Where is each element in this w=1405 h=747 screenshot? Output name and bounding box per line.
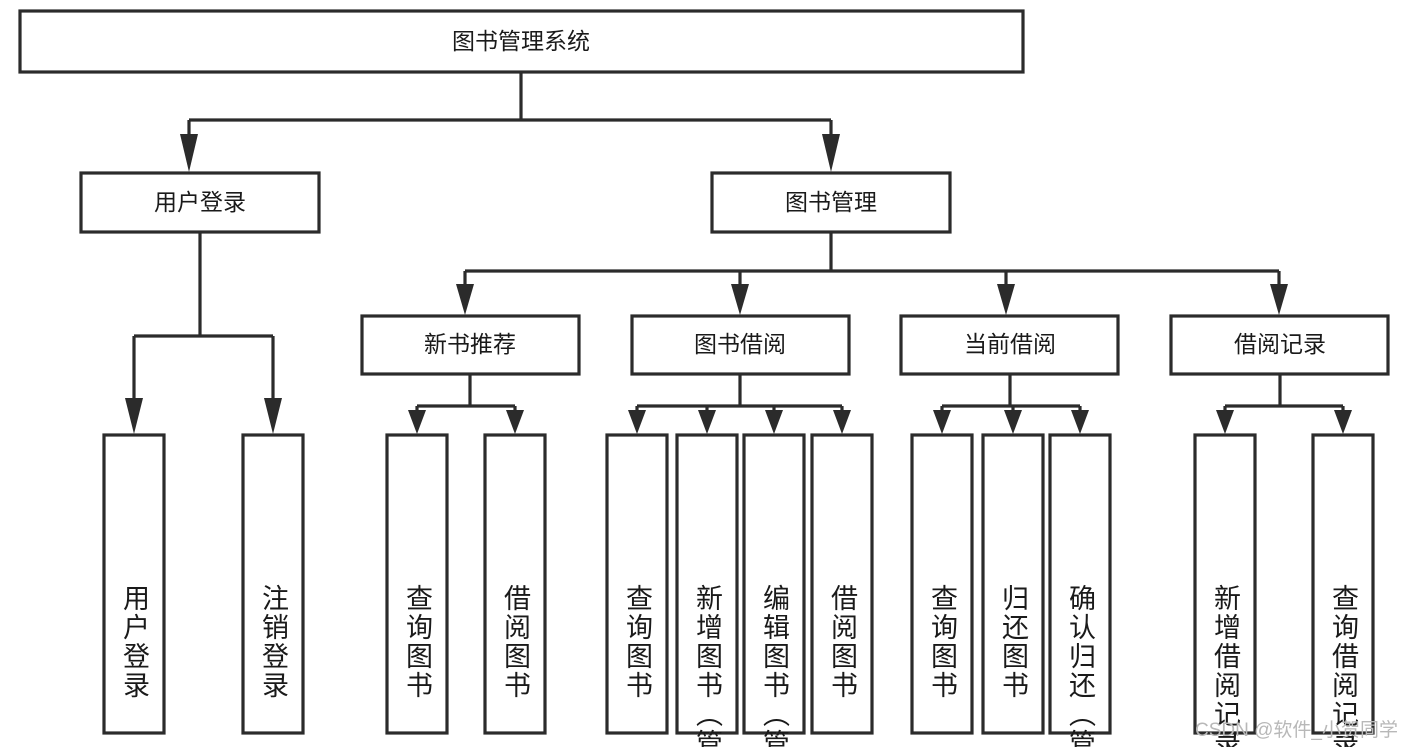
node-label: 查询图书: [927, 584, 958, 700]
node-label: 借阅图书: [500, 584, 531, 700]
node-label: 借阅记录: [1234, 331, 1326, 357]
node-label: 用户登录: [154, 189, 246, 215]
node-leaf-query-book-1[interactable]: 查询图书: [385, 433, 449, 735]
node-leaf-query-record[interactable]: 查询借阅记录: [1311, 433, 1375, 747]
node-book-borrow[interactable]: 图书借阅: [630, 314, 851, 376]
arrow-head-icon: [997, 284, 1015, 315]
node-label: 新增图书（管理员）: [692, 584, 723, 747]
node-box: [630, 314, 851, 376]
connector-new-book-recommend-to-leaves: [408, 374, 524, 434]
node-label: 新书推荐: [424, 331, 516, 357]
node-leaf-return-book[interactable]: 归还图书: [981, 433, 1045, 735]
node-box: [981, 433, 1045, 735]
node-box: [79, 171, 321, 234]
node-box: [1193, 433, 1257, 735]
node-box: [360, 314, 581, 376]
arrow-head-icon: [506, 410, 524, 434]
node-book-manage[interactable]: 图书管理: [710, 171, 952, 234]
arrow-head-icon: [731, 284, 749, 315]
arrow-head-icon: [833, 410, 851, 434]
arrow-head-icon: [765, 410, 783, 434]
node-label: 图书管理: [785, 189, 877, 215]
arrow-head-icon: [1334, 410, 1352, 434]
node-current-borrow[interactable]: 当前借阅: [899, 314, 1120, 376]
node-label: 注销登录: [258, 584, 289, 700]
node-box: [1048, 433, 1112, 735]
node-label: 查询借阅记录: [1328, 584, 1359, 747]
arrow-head-icon: [628, 410, 646, 434]
node-label: 当前借阅: [964, 331, 1056, 357]
node-box: [102, 433, 166, 735]
arrow-head-icon: [125, 398, 143, 434]
node-box: [742, 433, 806, 735]
node-box: [1169, 314, 1390, 376]
connector-user-login-to-leaves: [125, 232, 282, 434]
node-leaf-edit-book[interactable]: 编辑图书（管理员）: [742, 433, 806, 747]
connector-root-to-level2: [180, 72, 840, 172]
node-leaf-borrow-book-1[interactable]: 借阅图书: [483, 433, 547, 735]
node-label: 查询图书: [402, 584, 433, 700]
node-leaf-add-book[interactable]: 新增图书（管理员）: [675, 433, 739, 747]
connector-borrow-record-to-leaves: [1216, 374, 1352, 434]
arrow-head-icon: [822, 134, 840, 172]
arrow-head-icon: [933, 410, 951, 434]
node-box: [910, 433, 974, 735]
node-box: [899, 314, 1120, 376]
node-box: [241, 433, 305, 735]
node-box: [1311, 433, 1375, 735]
arrow-head-icon: [1216, 410, 1234, 434]
node-box: [605, 433, 669, 735]
arrow-head-icon: [1004, 410, 1022, 434]
node-label: 用户登录: [119, 584, 150, 700]
node-borrow-record[interactable]: 借阅记录: [1169, 314, 1390, 376]
node-leaf-query-book-3[interactable]: 查询图书: [910, 433, 974, 735]
arrow-head-icon: [698, 410, 716, 434]
node-label: 图书借阅: [694, 331, 786, 357]
node-leaf-borrow-book-2[interactable]: 借阅图书: [810, 433, 874, 735]
node-label: 新增借阅记录: [1210, 584, 1241, 747]
node-box: [810, 433, 874, 735]
node-leaf-logout-login[interactable]: 注销登录: [241, 433, 305, 735]
node-root[interactable]: 图书管理系统: [18, 9, 1025, 74]
node-new-book-recommend[interactable]: 新书推荐: [360, 314, 581, 376]
node-box: [385, 433, 449, 735]
connector-book-manage-to-level3: [456, 232, 1288, 315]
node-leaf-query-book-2[interactable]: 查询图书: [605, 433, 669, 735]
node-leaf-confirm-return[interactable]: 确认归还（管理员）: [1048, 433, 1112, 747]
connector-current-borrow-to-leaves: [933, 374, 1089, 434]
node-label: 编辑图书（管理员）: [759, 584, 790, 747]
arrow-head-icon: [1071, 410, 1089, 434]
node-label: 图书管理系统: [452, 28, 590, 54]
node-leaf-user-login[interactable]: 用户登录: [102, 433, 166, 735]
arrow-head-icon: [456, 284, 474, 315]
node-user-login[interactable]: 用户登录: [79, 171, 321, 234]
node-box: [483, 433, 547, 735]
node-label: 借阅图书: [827, 584, 858, 700]
node-box: [710, 171, 952, 234]
watermark-label: CSDN @软件_小贺同学: [1195, 719, 1398, 741]
node-label: 确认归还（管理员）: [1065, 584, 1096, 747]
arrow-head-icon: [264, 398, 282, 434]
arrow-head-icon: [1270, 284, 1288, 315]
node-box: [675, 433, 739, 735]
node-box: [18, 9, 1025, 74]
node-leaf-add-record[interactable]: 新增借阅记录: [1193, 433, 1257, 747]
node-label: 查询图书: [622, 584, 653, 700]
arrow-head-icon: [180, 134, 198, 172]
connector-book-borrow-to-leaves: [628, 374, 851, 434]
node-label: 归还图书: [998, 584, 1029, 700]
arrow-head-icon: [408, 410, 426, 434]
